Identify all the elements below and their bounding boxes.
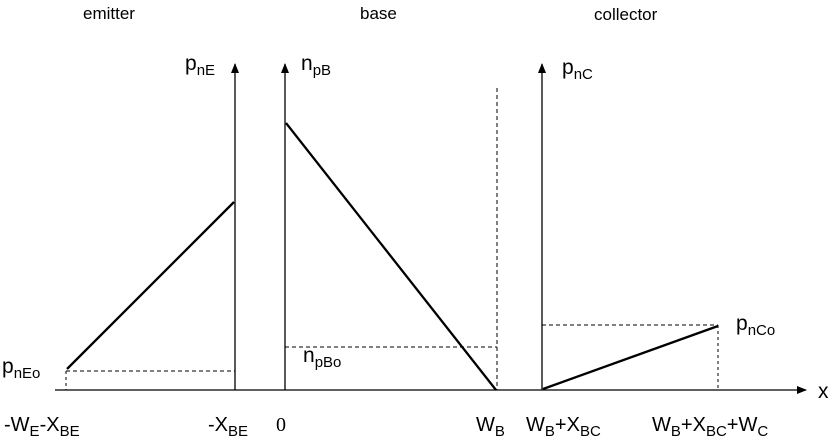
tick-collector-edge: WB+XBC+WC xyxy=(652,414,768,440)
emitter-equilibrium-label: pnEo xyxy=(2,355,40,382)
tick-collector-junction: WB+XBC xyxy=(526,414,601,440)
x-axis-label: x xyxy=(818,380,829,403)
base-carrier-profile xyxy=(285,122,497,391)
region-emitter-label: emitter xyxy=(83,4,135,23)
tick-emitter-junction: -XBE xyxy=(208,414,248,440)
tick-origin: 0 xyxy=(276,414,286,436)
base-equilibrium-label: npBo xyxy=(303,344,341,371)
emitter-carrier-profile xyxy=(66,201,235,370)
collector-axis-title: pnC xyxy=(562,56,593,83)
base-axis-title: npB xyxy=(301,52,331,79)
collector-equilibrium-label: pnCo xyxy=(736,312,775,339)
region-collector-label: collector xyxy=(594,5,658,24)
region-base-label: base xyxy=(360,4,397,23)
tick-wb: WB xyxy=(476,414,505,440)
collector-carrier-profile xyxy=(542,324,719,391)
tick-emitter-edge: -WE-XBE xyxy=(4,414,80,440)
emitter-axis-title: pnE xyxy=(185,52,215,79)
